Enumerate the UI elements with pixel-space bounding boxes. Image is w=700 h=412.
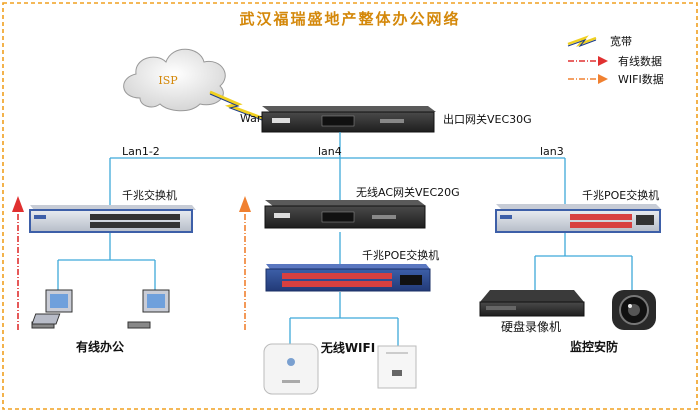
lan12-label: Lan1-2 bbox=[122, 145, 160, 158]
gigabit-switch-device bbox=[29, 205, 196, 233]
isp-cloud-icon bbox=[123, 48, 226, 112]
poe-switch-mid-device bbox=[265, 264, 431, 292]
legend-wired-label: 有线数据 bbox=[618, 54, 662, 68]
gateway-device bbox=[261, 106, 436, 133]
gateway-label: 出口网关VEC30G bbox=[443, 112, 532, 126]
poe-switch-mid-label: 千兆POE交换机 bbox=[362, 248, 439, 262]
legend-wifi-arrow-icon bbox=[568, 74, 608, 84]
wan-label: Wan bbox=[240, 112, 264, 125]
legend-wired-arrow-icon bbox=[568, 56, 608, 66]
poe-switch-right-device bbox=[495, 204, 662, 233]
wall-ap-icon bbox=[377, 345, 417, 389]
nvr-label: 硬盘录像机 bbox=[501, 319, 561, 334]
lan4-label: lan4 bbox=[318, 145, 342, 158]
lan3-label: lan3 bbox=[540, 145, 564, 158]
surveillance-label: 监控安防 bbox=[570, 339, 618, 354]
wired-data-arrow-icon bbox=[12, 196, 24, 330]
broadband-link-icon bbox=[209, 90, 263, 121]
isp-label: ISP bbox=[158, 74, 178, 87]
poe-switch-right-label: 千兆POE交换机 bbox=[582, 188, 659, 202]
gigabit-switch-label: 千兆交换机 bbox=[122, 188, 177, 202]
legend-broadband-label: 宽带 bbox=[610, 34, 632, 48]
wireless-ac-label: 无线AC网关VEC20G bbox=[356, 185, 460, 199]
wireless-wifi-label: 无线WIFI bbox=[320, 340, 375, 355]
desktop-pc-icon bbox=[31, 289, 73, 329]
legend-broadband-icon bbox=[567, 35, 597, 48]
desktop-pc-icon bbox=[31, 289, 170, 329]
nvr-device-icon bbox=[479, 290, 585, 317]
legend: 宽带 有线数据 WIFI数据 bbox=[567, 34, 664, 86]
security-camera-icon bbox=[612, 290, 656, 330]
ceiling-ap-icon bbox=[263, 343, 319, 395]
wired-office-label: 有线办公 bbox=[76, 339, 124, 354]
wifi-data-arrow-icon bbox=[239, 196, 251, 330]
legend-wifi-label: WIFI数据 bbox=[618, 72, 664, 86]
network-links bbox=[57, 132, 633, 346]
diagram-title: 武汉福瑞盛地产整体办公网络 bbox=[239, 10, 460, 28]
wireless-ac-gateway-device bbox=[264, 200, 426, 229]
